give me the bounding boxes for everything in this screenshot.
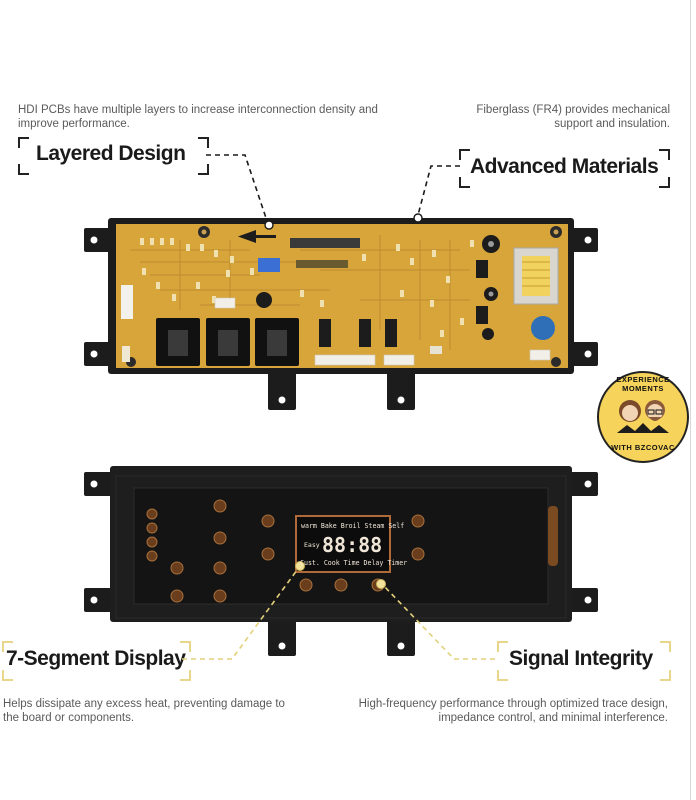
signal-integrity-title: Signal Integrity [509, 647, 653, 670]
advanced-materials-title: Advanced Materials [470, 155, 659, 178]
pcb-board-top [84, 218, 598, 410]
advanced-materials-marker [413, 213, 423, 223]
display-board-bottom [84, 466, 598, 656]
layered-design-description: HDI PCBs have multiple layers to increas… [18, 104, 378, 130]
page-edge-divider [690, 0, 691, 800]
display-leaders [182, 565, 495, 660]
badge-top-text: EXPERIENCE MOMENTS [616, 375, 670, 393]
layered-design-marker [264, 220, 274, 230]
seven-segment-title: 7-Segment Display [6, 647, 186, 670]
badge-bottom-text: WITH BZCOVAC [611, 443, 675, 452]
signal-integrity-description: High-frequency performance through optim… [358, 698, 668, 724]
display-easy-label: Easy [304, 541, 320, 549]
layered-design-leader [206, 154, 269, 225]
advanced-materials-description: Fiberglass (FR4) provides mechanical sup… [476, 104, 670, 130]
badge-artwork [617, 400, 669, 433]
advanced-materials-leader [417, 165, 460, 216]
display-digits: 88:88 [322, 533, 383, 557]
seven-segment-marker [295, 561, 305, 571]
layered-design-title: Layered Design [36, 142, 186, 165]
display-function-labels: Cust. Cook Time Delay Timer [300, 559, 408, 567]
seven-segment-description: Helps dissipate any excess heat, prevent… [3, 698, 285, 724]
signal-integrity-marker [376, 579, 386, 589]
display-mode-labels: warm Bake Broil Steam Self [301, 522, 405, 530]
experience-moments-badge: EXPERIENCE MOMENTS WITH BZCOVAC [597, 371, 689, 463]
